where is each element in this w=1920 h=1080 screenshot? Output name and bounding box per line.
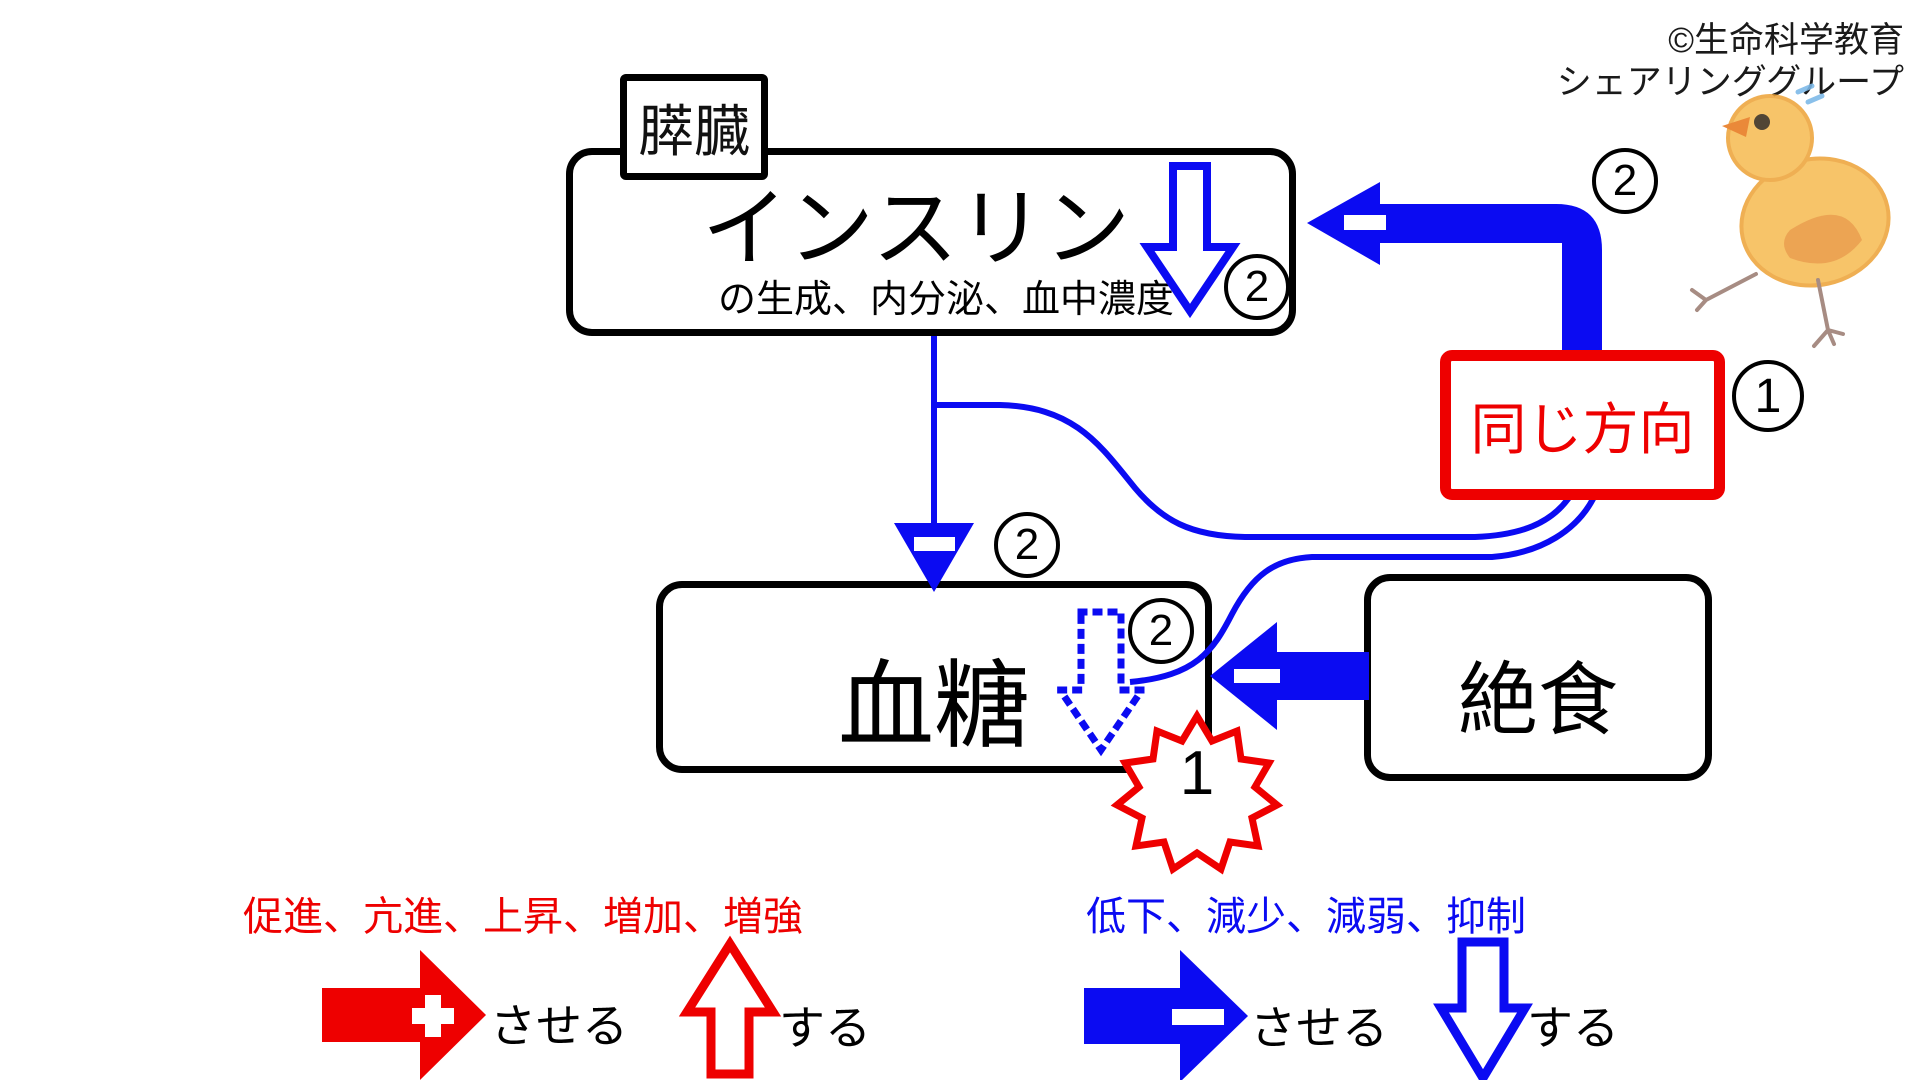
inhibit-insulin-arrow (1307, 182, 1602, 362)
marker-2-inhibit-arrow: 2 (1592, 148, 1658, 214)
same-direction-box: 同じ方向 (1440, 350, 1725, 500)
fasting-lowers-blood-sugar-arrow (1210, 622, 1369, 730)
legend-blue-make-label: させる (1250, 1002, 1388, 1054)
copyright-line2: シェアリンググループ (1556, 63, 1904, 102)
plus-icon (412, 995, 454, 1037)
minus-icon (1172, 1009, 1224, 1025)
marker-2-blood-dotted: 2 (1128, 598, 1194, 664)
legend-blue-become-label: する (1527, 1002, 1619, 1054)
copyright-line1: ©生命科学教育 (1668, 21, 1904, 60)
minus-icon (1344, 215, 1386, 230)
marker-1-same-direction: 1 (1732, 360, 1804, 432)
pancreas-label-text: 膵臓 (638, 99, 750, 163)
copyright-notice: ©生命科学教育 シェアリンググループ (1557, 20, 1904, 104)
legend-red-become-label: する (779, 1002, 871, 1054)
insulin-box-subtitle: の生成、内分泌、血中濃度 (717, 279, 1174, 321)
marker-2-insulin-decrease: 2 (1224, 254, 1290, 320)
chick-illustration (1690, 83, 1891, 348)
legend-blue-down-arrow (1433, 937, 1533, 1080)
same-direction-text: 同じ方向 (1470, 397, 1695, 461)
insulin-box-title: インスリン (701, 181, 1131, 277)
blood-sugar-title: 血糖 (838, 653, 1030, 760)
legend-red-make-label: させる (490, 1000, 628, 1052)
minus-icon (914, 537, 955, 551)
legend-decrease-words: 低下、減少、減弱、抑制 (1086, 895, 1526, 939)
legend-blue-arrow (1084, 950, 1248, 1080)
legend-increase-words: 促進、亢進、上昇、増加、増強 (243, 895, 803, 939)
fasting-title: 絶食 (1458, 656, 1618, 745)
marker-2-blood-top: 2 (994, 512, 1060, 578)
minus-icon (1234, 669, 1280, 683)
legend-red-arrow (322, 950, 486, 1080)
legend-red-up-arrow (678, 935, 782, 1079)
pancreas-label: 膵臓 (620, 74, 768, 180)
